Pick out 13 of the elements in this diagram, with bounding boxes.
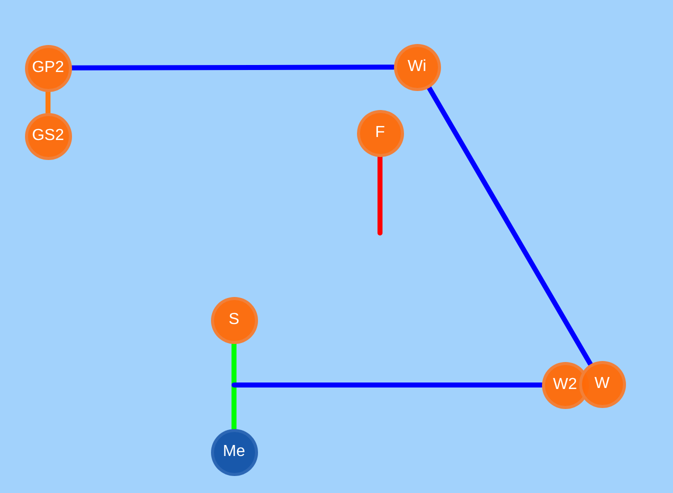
connector-line <box>69 64 396 70</box>
station-circle: GP2 <box>24 44 72 92</box>
station-circle: W <box>578 360 626 408</box>
station-circle: Me <box>210 428 258 476</box>
connector-line <box>232 382 544 388</box>
station-circle: S <box>210 296 258 344</box>
station-circle: GS2 <box>24 112 72 160</box>
station-circle: F <box>356 110 404 156</box>
connector-line <box>232 341 236 431</box>
connector-line <box>46 89 50 115</box>
connector-line <box>426 84 593 366</box>
station-circle: Wi <box>394 44 440 90</box>
connector-line <box>378 154 382 236</box>
